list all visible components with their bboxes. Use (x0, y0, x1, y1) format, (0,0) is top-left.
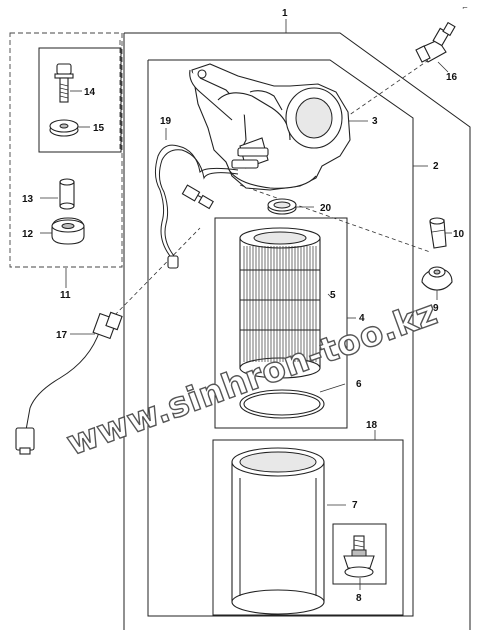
element-frame (214, 217, 348, 429)
group-frames (9, 32, 471, 630)
callout-18: 18 (366, 420, 378, 431)
grommet-part (51, 217, 85, 245)
callout-11: 11 (60, 290, 71, 301)
drain-plug-part (343, 535, 375, 578)
element-pleats (243, 246, 317, 362)
callout-16: 16 (446, 72, 458, 83)
callout-14: 14 (84, 87, 96, 98)
callout-labels: 1 2 3 4 5 6 7 8 9 10 11 12 13 14 15 16 1… (22, 8, 465, 604)
kit-frame-dashed (9, 32, 123, 268)
housing-frame (147, 59, 414, 617)
leader-lines (40, 19, 452, 590)
sensor-part (415, 21, 456, 63)
callout-10: 10 (453, 229, 465, 240)
callout-20: 20 (320, 203, 332, 214)
drain-plug-frame (332, 523, 387, 585)
drain-valve-part (421, 266, 453, 291)
wiring-harness-part (154, 144, 239, 269)
callout-1: 1 (282, 8, 288, 19)
corner-mark: ⌐ (462, 4, 468, 12)
callout-8: 8 (356, 593, 362, 604)
bolt-part (54, 63, 74, 103)
bolt-sub-frame (38, 47, 122, 153)
filter-bowl-part (231, 447, 325, 615)
filter-head-part (189, 63, 351, 191)
callout-12: 12 (22, 229, 34, 240)
callout-19: 19 (160, 116, 172, 127)
bowl-frame (212, 439, 404, 616)
callout-4: 4 (359, 313, 365, 324)
callout-7: 7 (352, 500, 358, 511)
callout-2: 2 (433, 161, 439, 172)
washer-part (49, 119, 79, 137)
callout-9: 9 (433, 303, 439, 314)
sensor-cable-part (15, 311, 123, 455)
callout-5: 5 (330, 290, 336, 301)
sleeve-part (59, 178, 75, 210)
adapter-part (429, 217, 447, 249)
filter-element-part (239, 227, 321, 379)
seal-ring-small-part (267, 198, 297, 215)
callout-3: 3 (372, 116, 378, 127)
callout-6: 6 (356, 379, 362, 390)
callout-15: 15 (93, 123, 105, 134)
callout-13: 13 (22, 194, 34, 205)
assembly-frame-outer (124, 32, 471, 630)
seal-ring-large-part (239, 389, 325, 419)
callout-17: 17 (56, 330, 68, 341)
